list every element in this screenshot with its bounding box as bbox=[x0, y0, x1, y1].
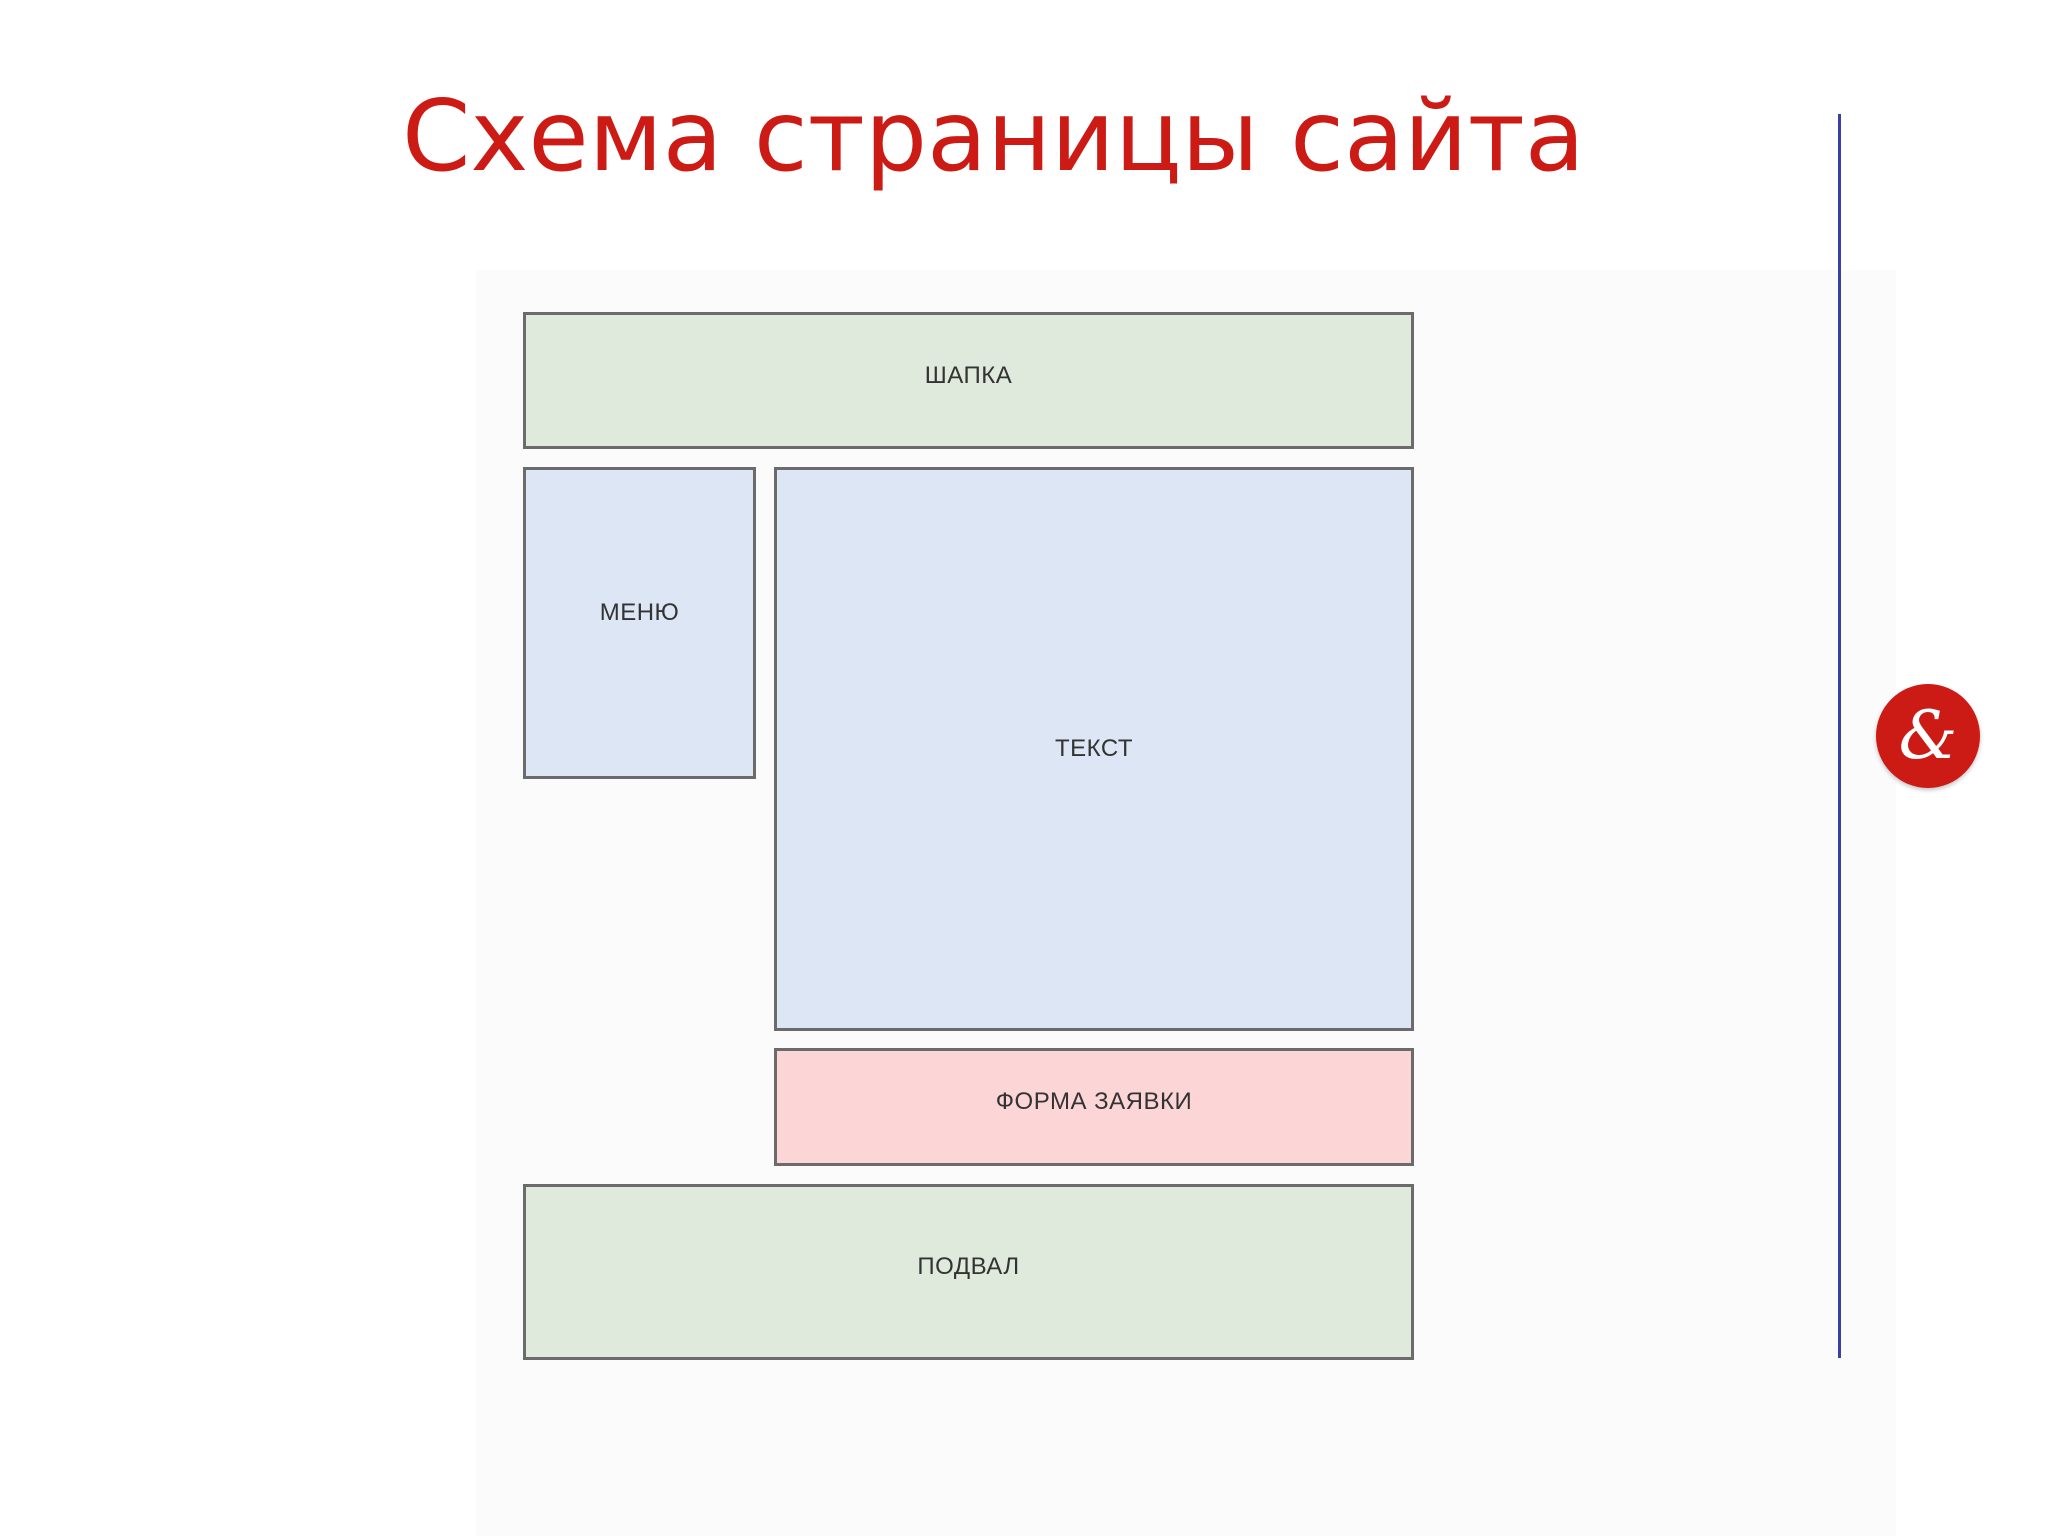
vertical-divider bbox=[1838, 114, 1841, 1358]
header-block-label: ШАПКА bbox=[924, 361, 1013, 389]
header-block: ШАПКА bbox=[523, 312, 1414, 449]
footer-block-label: ПОДВАЛ bbox=[917, 1253, 1020, 1280]
ampersand-symbol: & bbox=[1899, 697, 1958, 774]
form-block-label: ФОРМА ЗАЯВКИ bbox=[995, 1088, 1193, 1115]
form-block: ФОРМА ЗАЯВКИ bbox=[774, 1048, 1414, 1166]
menu-block: МЕНЮ bbox=[523, 467, 756, 779]
text-block-label: ТЕКСТ bbox=[1054, 735, 1134, 762]
text-block: ТЕКСТ bbox=[774, 467, 1414, 1031]
ampersand-glyph: & bbox=[1899, 697, 1958, 774]
ampersand-logo-icon: & bbox=[1876, 684, 1980, 788]
menu-block-label: МЕНЮ bbox=[599, 599, 680, 626]
footer-block: ПОДВАЛ bbox=[523, 1184, 1414, 1360]
slide-title: Схема страницы сайта bbox=[402, 80, 1585, 194]
